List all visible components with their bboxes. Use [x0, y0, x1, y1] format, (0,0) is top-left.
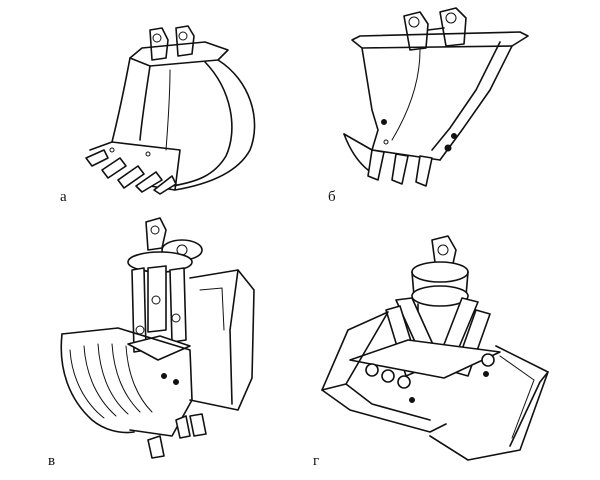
multi-tooth-grab-drawing: [60, 217, 255, 459]
clamshell-grab-drawing: [321, 235, 549, 461]
panel-label-d: г: [313, 453, 320, 469]
backhoe-bucket-drawing: [85, 25, 256, 195]
panel-label-b: б: [328, 189, 336, 205]
panel-label-a: а: [60, 189, 67, 205]
panel-label-c: в: [48, 453, 56, 469]
trench-bucket-drawing: [343, 7, 529, 187]
